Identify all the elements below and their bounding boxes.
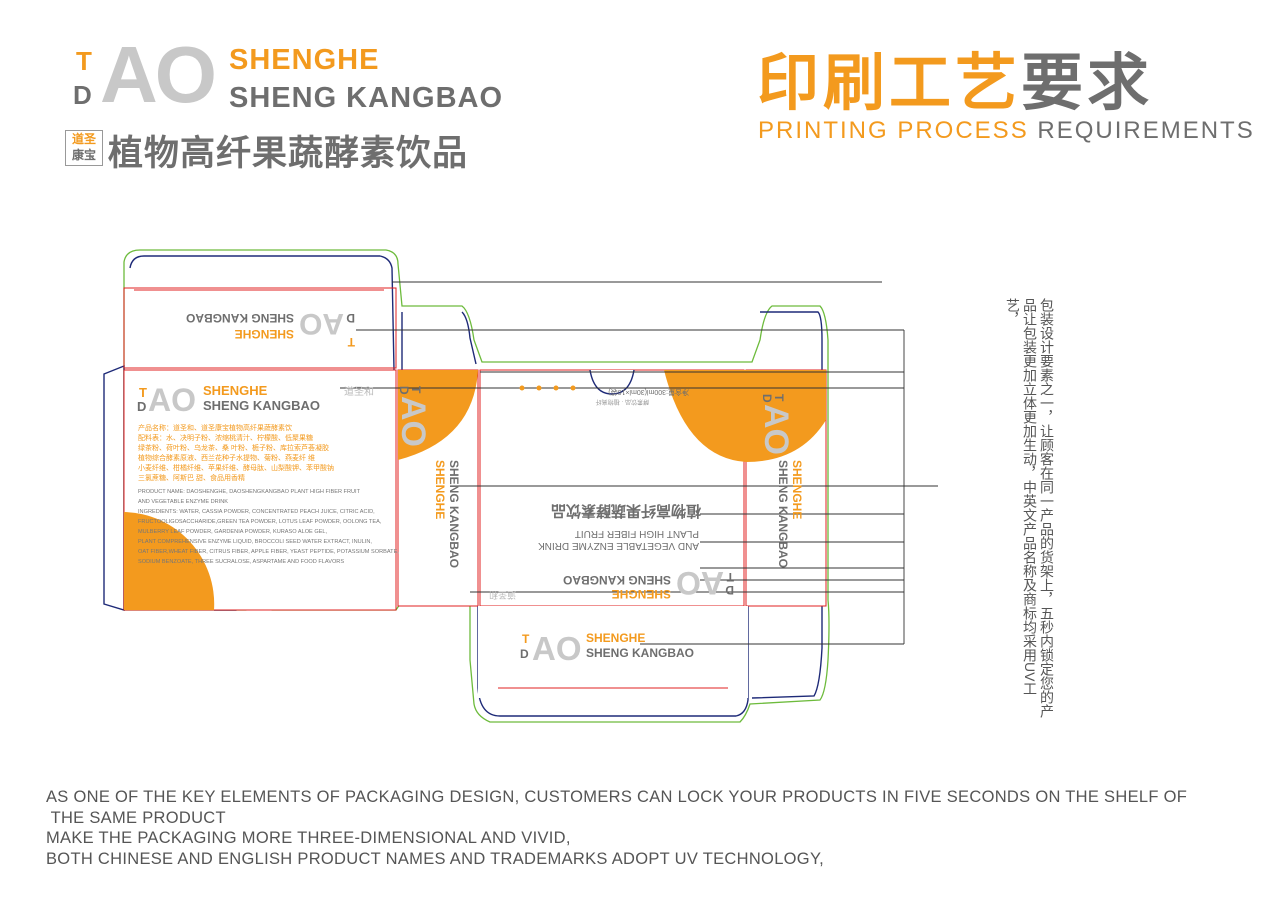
title-cn-part2: 要求 (1021, 49, 1154, 118)
logo-t: T (76, 46, 92, 76)
side-en-line: AND VEGETABLE ENZYME DRINK (138, 499, 228, 505)
bottom-t: T (522, 632, 530, 646)
side-panel-orange-circle (124, 512, 215, 610)
product-name-cn: 植物高纤果蔬酵素饮品 (108, 134, 469, 173)
front-brand-small: 道圣和 (489, 590, 516, 601)
front-panel-content: 净含量:300ml(30ml×10袋) 酵素饮品 · 植物高纤 植物高纤果蔬酵素… (489, 388, 734, 601)
side-en-line: OAT FIBER,WHEAT FIBER, CITRUS FIBER, APP… (138, 549, 399, 555)
rspine-t: T (772, 394, 786, 402)
front-shenghe: SHENGHE (612, 587, 671, 601)
spine-shenghe: SHENGHE (433, 460, 447, 519)
title-en-part1: PRINTING PROCESS (758, 117, 1029, 144)
spine-logo: T D AO SHENGHE SHENG KANGBAO (394, 386, 461, 568)
front-kangbao: SHENG KANGBAO (563, 573, 671, 587)
rspine-kangbao: SHENG KANGBAO (776, 460, 790, 568)
bleed-outline (123, 249, 830, 723)
side-en-text: PRODUCT NAME: DAOSHENGHE, DAOSHENGKANGBA… (138, 489, 399, 565)
side-ao: AO (148, 382, 196, 418)
process-note-cn: 包装设计要素之一，让顾客在同一产品的货架上，五秒内锁定您的产品让包装更加立体更加… (1005, 298, 1055, 718)
bottom-line: AS ONE OF THE KEY ELEMENTS OF PACKAGING … (46, 788, 1188, 806)
top-kangbao: SHENG KANGBAO (186, 311, 294, 325)
spine-kangbao: SHENG KANGBAO (447, 460, 461, 568)
page-title-cn: 印刷工艺要求 (757, 44, 1153, 124)
side-brand-small: 道圣和 (344, 385, 374, 398)
bottom-d: D (520, 647, 529, 661)
side-cn-line: 植物综合酵素原液、西兰花种子水提物、菊粉、燕麦纤 维 (138, 453, 315, 462)
bottom-description: AS ONE OF THE KEY ELEMENTS OF PACKAGING … (46, 787, 1226, 869)
front-en-line2: AND VEGETABLE ENZYME DRINK (538, 540, 699, 551)
side-en-line: SODIUM BENZOATE, THREE SUCRALOSE, ASPART… (138, 559, 344, 565)
bottom-kangbao: SHENG KANGBAO (586, 646, 694, 660)
side-d: D (137, 399, 146, 414)
side-cn-line: 小麦纤维、柑橘纤维、苹果纤维、酵母肽、山梨酸钾、苯甲酸钠 (138, 463, 334, 472)
front-en-line1: PLANT HIGH FIBER FRUIT (575, 528, 699, 539)
side-cn-line: 三氯蔗糖、阿斯巴 甜、食品用香精 (138, 473, 245, 482)
logo-ao: AO (100, 30, 217, 119)
top-ao: AO (299, 307, 344, 340)
rspine-ao: AO (757, 404, 795, 455)
top-panel-logo: T D AO SHENGHE SHENG KANGBAO (186, 307, 355, 349)
side-cn-line: 配料表：水、决明子粉、浓缩桃清汁、柠檬酸、低聚果糖 (138, 433, 313, 442)
side-en-line: INGREDIENTS: WATER, CASSIA POWDER, CONCE… (138, 509, 375, 515)
side-cn-line: 绿茶粉、荷叶粉、乌龙茶、桑 叶粉、栀子粉、库拉索芦荟凝胶 (138, 443, 329, 452)
seal-top: 道圣 (71, 132, 96, 146)
side-en-line: PRODUCT NAME: DAOSHENGHE, DAOSHENGKANGBA… (138, 489, 361, 495)
front-net: 净含量:300ml(30ml×10袋) (608, 388, 689, 397)
bottom-line: BOTH CHINESE AND ENGLISH PRODUCT NAMES A… (46, 849, 825, 868)
front-cn-name: 植物高纤果蔬酵素饮品 (551, 502, 701, 520)
front-t: T (726, 570, 734, 584)
side-en-line: MULBERRY LEAF POWDER, GARDENIA POWDER, K… (138, 529, 328, 535)
side-cn-line: 产品名称：道圣和、道圣康宝植物高纤果蔬酵素饮 (138, 423, 292, 432)
spine-t: T (409, 386, 423, 394)
brand-seal: 道圣 康宝 (65, 130, 103, 166)
spine-orange (398, 370, 478, 460)
bottom-flap (478, 606, 748, 698)
top-d: D (346, 311, 355, 325)
front-small-label: 酵素饮品 · 植物高纤 (596, 398, 649, 406)
logo-d: D (73, 80, 92, 110)
logo-kangbao: SHENG KANGBAO (229, 82, 504, 114)
rspine-d: D (760, 394, 774, 403)
spine-d: D (397, 386, 411, 395)
top-panel (123, 287, 397, 369)
logo-shenghe: SHENGHE (229, 44, 380, 76)
bottom-ao: AO (532, 630, 582, 667)
leader-lines (340, 281, 938, 645)
top-shenghe: SHENGHE (235, 327, 294, 341)
title-en-part2: REQUIREMENTS (1028, 117, 1255, 144)
rspine-shenghe: SHENGHE (790, 460, 804, 519)
spine-ao: AO (394, 396, 432, 447)
side-shenghe: SHENGHE (203, 383, 268, 398)
page-title-en: PRINTING PROCESS REQUIREMENTS (758, 117, 1255, 145)
top-t: T (347, 335, 355, 349)
front-d: D (725, 583, 734, 597)
front-ao: AO (676, 565, 724, 601)
side-en-line: FRUCTOOLIGOSACCHARIDE,GREEN TEA POWDER, … (138, 519, 382, 525)
title-cn-part1: 印刷工艺 (757, 49, 1022, 118)
side-en-line: PLANT COMPREHENSIVE ENZYME LIQUID, BROCC… (138, 539, 372, 545)
bottom-shenghe: SHENGHE (586, 631, 645, 645)
seal-bottom: 康宝 (71, 148, 96, 162)
right-spine-logo: T D AO SHENGHE SHENG KANGBAO (757, 394, 804, 568)
side-kangbao: SHENG KANGBAO (203, 398, 320, 413)
side-cn-text: 产品名称：道圣和、道圣康宝植物高纤果蔬酵素饮 配料表：水、决明子粉、浓缩桃清汁、… (138, 423, 334, 482)
bottom-line: THE SAME PRODUCT (46, 808, 226, 827)
left-flap (103, 364, 125, 611)
right-orange-circle (664, 370, 826, 462)
side-t: T (139, 385, 147, 400)
bottom-line: MAKE THE PACKAGING MORE THREE-DIMENSIONA… (46, 829, 571, 847)
